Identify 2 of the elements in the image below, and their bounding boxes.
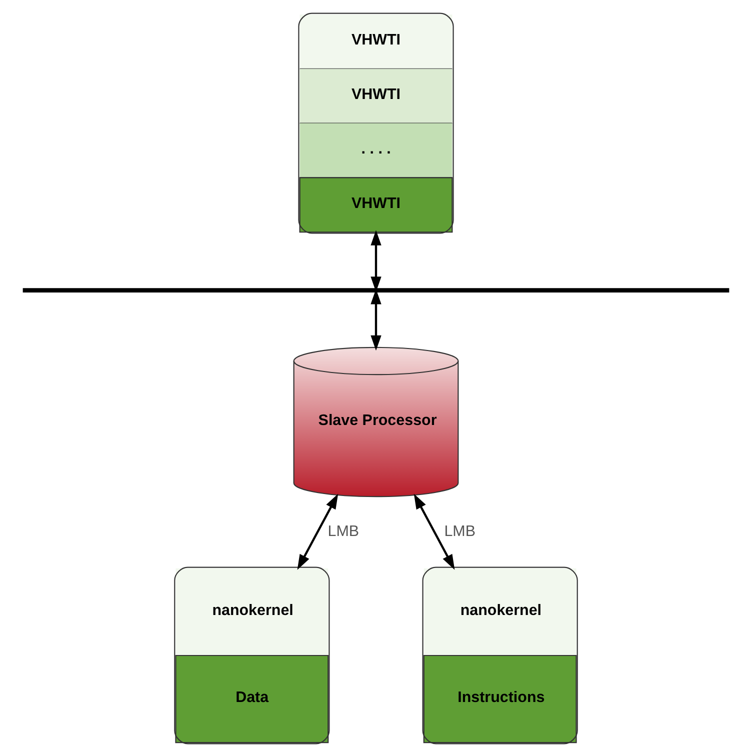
- edge-label: LMB: [327, 522, 359, 540]
- edge-label: LMB: [444, 522, 476, 540]
